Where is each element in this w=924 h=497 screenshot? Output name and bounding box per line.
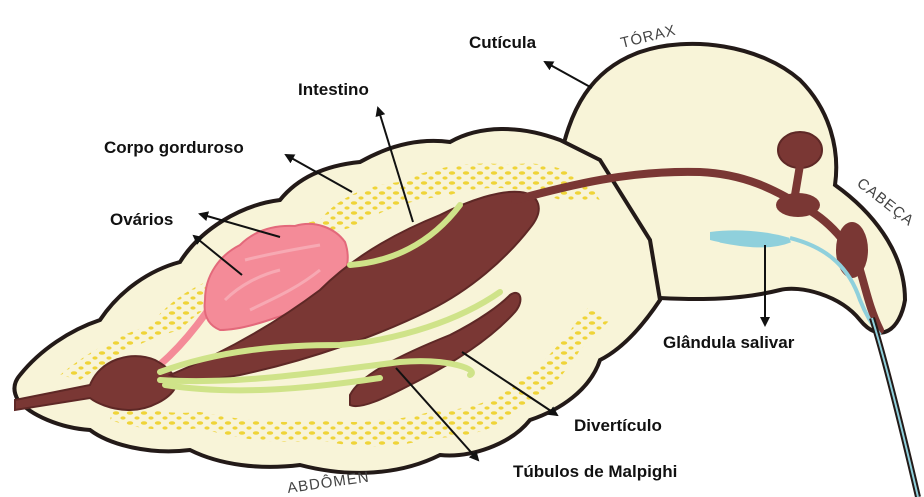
label-diverticulo: Divertículo — [574, 416, 662, 435]
pharynx — [778, 132, 822, 168]
label-intestino: Intestino — [298, 80, 369, 99]
label-cuticula: Cutícula — [469, 33, 537, 52]
region-abdomen: ABDÔMEN — [286, 469, 370, 497]
label-tubulos-malpighi: Túbulos de Malpighi — [513, 462, 677, 481]
label-ovarios: Ovários — [110, 210, 173, 229]
pump-bulb — [776, 193, 820, 217]
head-ganglion — [836, 222, 868, 278]
label-glandula-salivar: Glândula salivar — [663, 333, 795, 352]
label-corpo-gorduroso: Corpo gorduroso — [104, 138, 244, 157]
arrow-cuticula — [545, 62, 592, 88]
